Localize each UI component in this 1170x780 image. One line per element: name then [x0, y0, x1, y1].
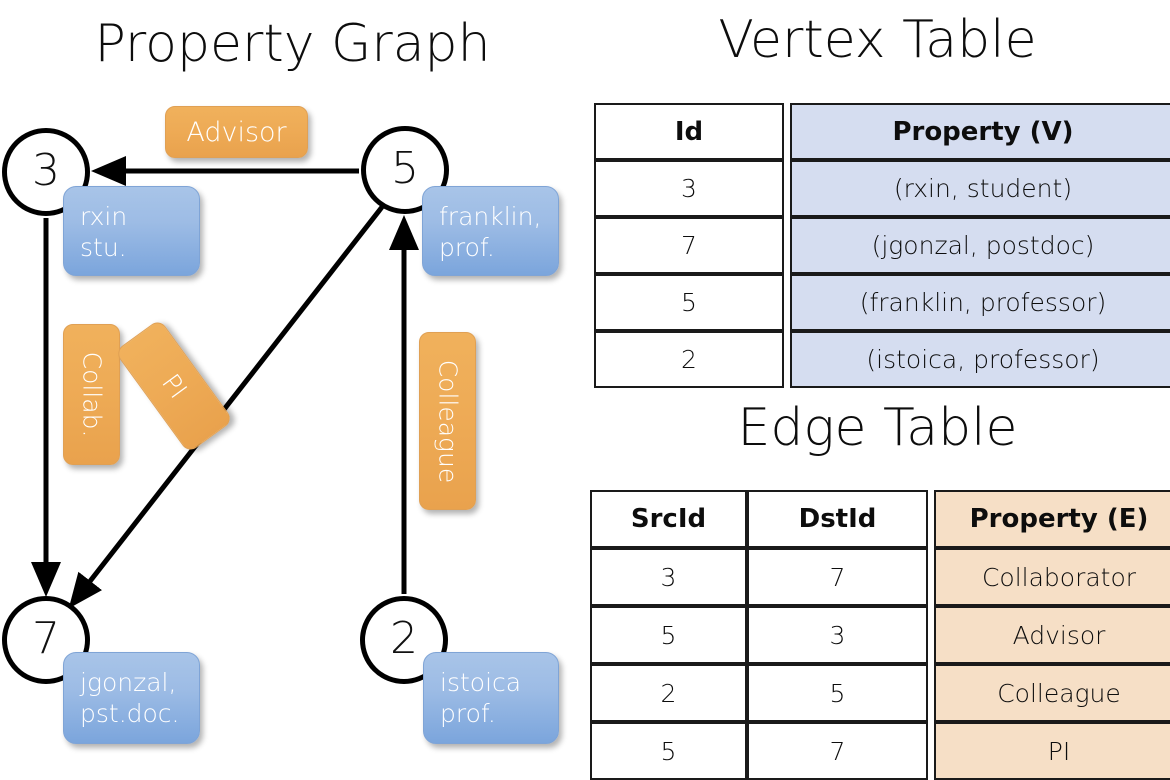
edge-cell-srcid: 3	[590, 548, 747, 606]
edge-label-advisor-text: Advisor	[186, 116, 287, 148]
table-header-row: Id Property (V)	[594, 103, 1170, 160]
table-row: 5 7 PI	[590, 722, 1170, 780]
node-property-7-line1: jgonzal,	[80, 668, 177, 697]
graph-node-2-label: 2	[390, 613, 418, 665]
vertex-cell-property: (franklin, professor)	[790, 274, 1170, 331]
edge-cell-srcid: 2	[590, 664, 747, 722]
edge-cell-srcid: 5	[590, 722, 747, 780]
table-row: 2 5 Colleague	[590, 664, 1170, 722]
edge-header-dstid: DstId	[747, 490, 928, 548]
edge-arrow-5-to-7	[68, 205, 384, 609]
table-row: 2 (istoica, professor)	[594, 331, 1170, 388]
graph-node-5-label: 5	[391, 143, 419, 195]
edge-label-advisor: Advisor	[165, 106, 308, 158]
table-row: 3 (rxin, student)	[594, 160, 1170, 217]
edge-cell-srcid: 5	[590, 606, 747, 664]
edge-label-colleague-text: Colleague	[433, 359, 463, 483]
vertex-cell-id: 5	[594, 274, 784, 331]
edge-label-pi-text: PI	[155, 368, 193, 404]
vertex-cell-property: (rxin, student)	[790, 160, 1170, 217]
graph-node-7-label: 7	[32, 613, 60, 665]
edge-header-property: Property (E)	[934, 490, 1170, 548]
table-header-row: SrcId DstId Property (E)	[590, 490, 1170, 548]
property-graph-diagram: 3 5 7 2 rxin stu. franklin, prof. jgonza…	[0, 0, 585, 760]
node-property-5-line1: franklin,	[439, 202, 542, 231]
node-property-3-line1: rxin	[80, 202, 128, 231]
vertex-cell-property: (jgonzal, postdoc)	[790, 217, 1170, 274]
edge-cell-dstid: 7	[747, 548, 928, 606]
page-title-property-graph: Property Graph	[94, 14, 491, 74]
node-property-7-line2: pst.doc.	[80, 699, 180, 728]
node-property-box-7: jgonzal, pst.doc.	[63, 652, 200, 744]
page-title-edge-table: Edge Table	[737, 398, 1018, 458]
vertex-table: Id Property (V) 3 (rxin, student) 7 (jgo…	[594, 103, 1170, 388]
vertex-cell-id: 7	[594, 217, 784, 274]
vertex-header-property: Property (V)	[790, 103, 1170, 160]
node-property-5-line2: prof.	[439, 233, 495, 262]
edge-cell-dstid: 3	[747, 606, 928, 664]
node-property-3-line2: stu.	[80, 233, 127, 262]
edge-table: SrcId DstId Property (E) 3 7 Collaborato…	[590, 490, 1170, 780]
node-property-box-3: rxin stu.	[63, 186, 200, 276]
edge-cell-dstid: 7	[747, 722, 928, 780]
table-row: 3 7 Collaborator	[590, 548, 1170, 606]
edge-label-colleague: Colleague	[419, 332, 476, 510]
vertex-cell-property: (istoica, professor)	[790, 331, 1170, 388]
table-row: 5 (franklin, professor)	[594, 274, 1170, 331]
edge-label-collab-text: Collab.	[77, 351, 106, 438]
table-row: 5 3 Advisor	[590, 606, 1170, 664]
node-property-box-2: istoica prof.	[423, 652, 559, 744]
node-property-2-line2: prof.	[440, 699, 496, 728]
edge-cell-property: Advisor	[934, 606, 1170, 664]
edge-header-srcid: SrcId	[590, 490, 747, 548]
graph-node-5[interactable]: 5	[361, 126, 449, 214]
edge-cell-property: Collaborator	[934, 548, 1170, 606]
edge-label-collab: Collab.	[63, 324, 120, 465]
vertex-cell-id: 2	[594, 331, 784, 388]
vertex-cell-id: 3	[594, 160, 784, 217]
edge-cell-property: Colleague	[934, 664, 1170, 722]
node-property-2-line1: istoica	[440, 668, 522, 697]
graph-node-3-label: 3	[32, 145, 60, 197]
node-property-box-5: franklin, prof.	[422, 186, 559, 276]
edge-cell-property: PI	[934, 722, 1170, 780]
vertex-header-id: Id	[594, 103, 784, 160]
table-row: 7 (jgonzal, postdoc)	[594, 217, 1170, 274]
page-title-vertex-table: Vertex Table	[718, 10, 1037, 70]
edge-cell-dstid: 5	[747, 664, 928, 722]
graph-node-2[interactable]: 2	[360, 596, 448, 684]
graph-edges-layer	[31, 156, 419, 609]
